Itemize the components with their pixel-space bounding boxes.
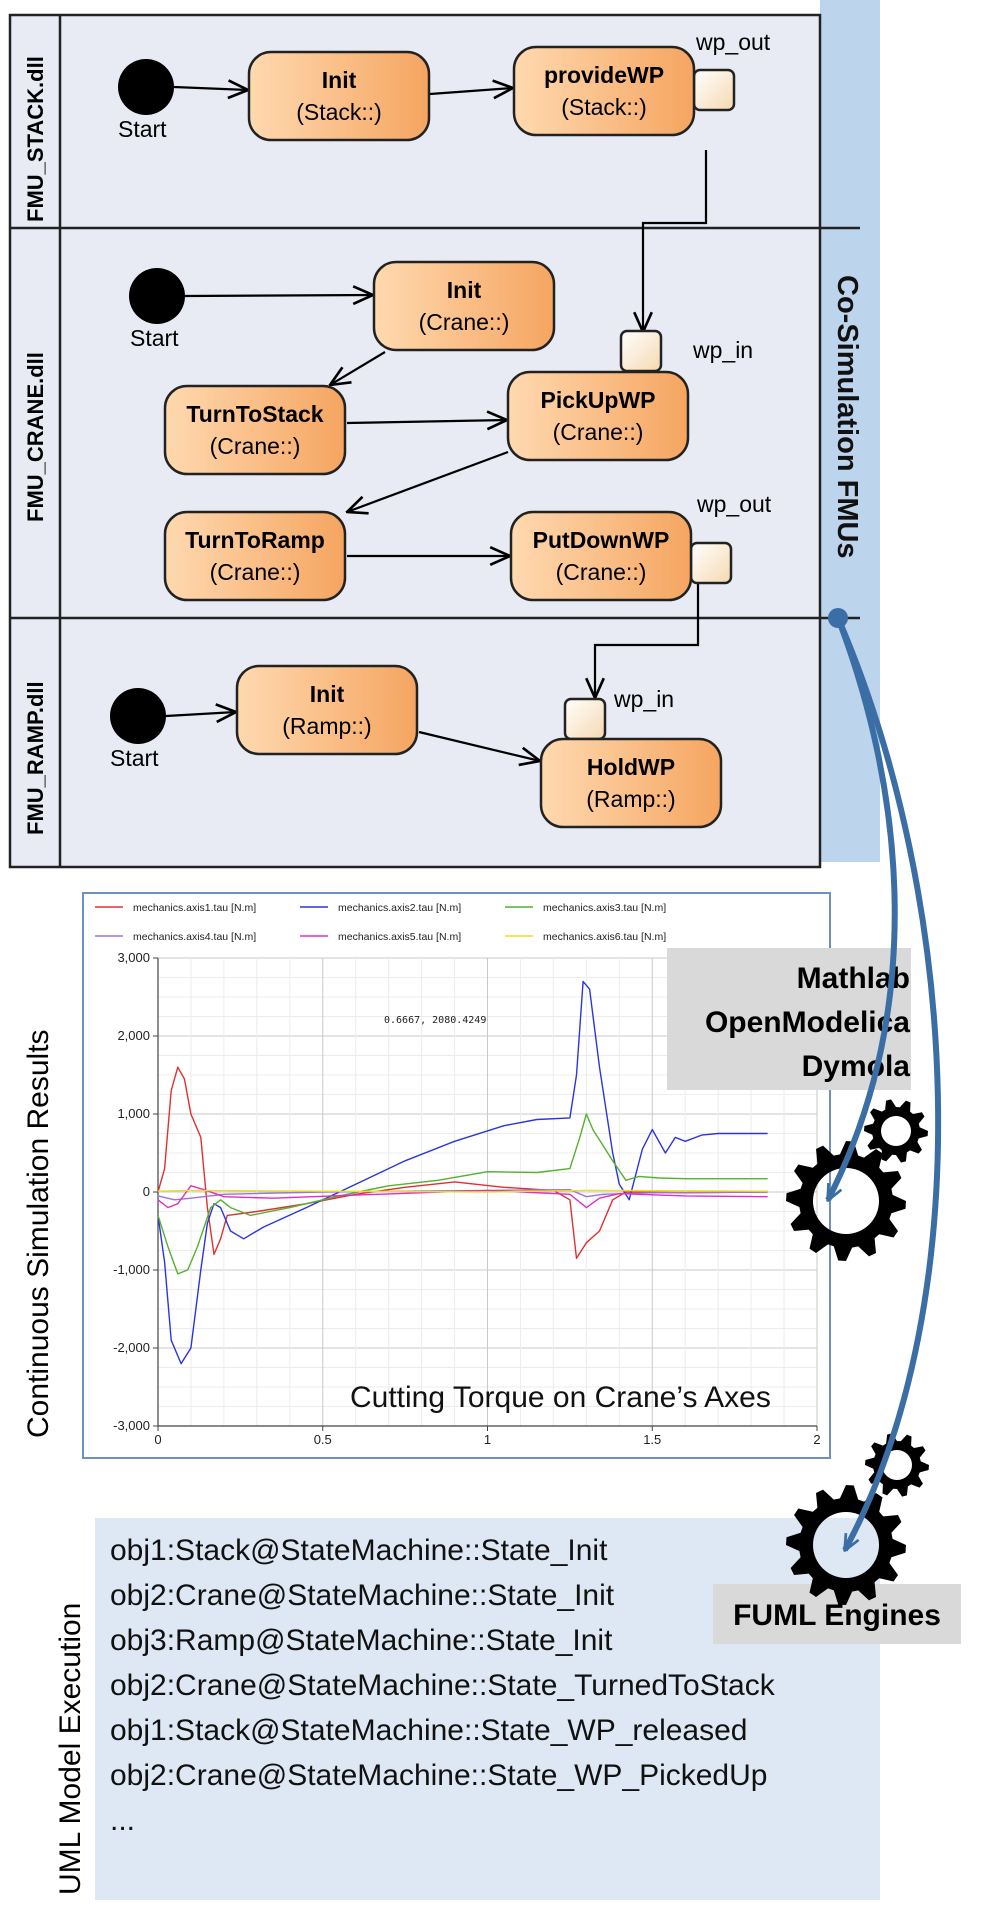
port-wp-out: [689, 541, 733, 585]
svg-text:(Ramp::): (Ramp::): [586, 786, 675, 812]
x-tick-label: 0.5: [314, 1432, 332, 1447]
y-tick-label: 0: [143, 1184, 150, 1199]
lane-label-ramp: FMU_RAMP.dll: [23, 681, 48, 835]
series-line: [157, 1185, 768, 1209]
port-wp-out: [692, 68, 736, 112]
port-label: wp_in: [692, 337, 753, 363]
legend-label: mechanics.axis2.tau [N.m]: [338, 902, 461, 914]
log-line: obj2:Crane@StateMachine::State_Init: [110, 1579, 615, 1612]
svg-text:(Ramp::): (Ramp::): [282, 713, 371, 739]
x-tick-label: 0: [154, 1432, 161, 1447]
state-stack-init: Init (Stack::): [247, 50, 431, 142]
svg-text:HoldWP: HoldWP: [587, 754, 675, 780]
y-tick-label: -1,000: [113, 1262, 150, 1277]
lane-label-stack: FMU_STACK.dll: [23, 56, 48, 222]
gear-icon: [786, 1141, 906, 1261]
uml-log-panel: [95, 1518, 880, 1900]
side-banner-label: Co-Simulation FMUs: [831, 275, 863, 559]
port-label: wp_in: [613, 686, 674, 712]
series-line: [157, 1066, 768, 1260]
svg-text:(Stack::): (Stack::): [561, 94, 647, 120]
start-label: Start: [110, 745, 159, 771]
start-node-stack: [118, 59, 174, 115]
y-tick-label: -3,000: [113, 1418, 150, 1433]
port-wp-in: [563, 697, 607, 741]
svg-text:PickUpWP: PickUpWP: [540, 387, 655, 413]
series-line: [157, 980, 768, 1365]
state-crane-pick-up-wp: PickUpWP (Crane::): [506, 370, 690, 462]
svg-text:(Stack::): (Stack::): [296, 99, 382, 125]
start-node-ramp: [110, 688, 166, 744]
log-line: obj3:Ramp@StateMachine::State_Init: [110, 1624, 613, 1657]
svg-text:Init: Init: [322, 67, 357, 93]
gear-icon: [864, 1099, 928, 1163]
x-tick-label: 1: [484, 1432, 491, 1447]
gear-icon: [865, 1433, 929, 1497]
svg-text:TurnToRamp: TurnToRamp: [185, 527, 325, 553]
svg-text:(Crane::): (Crane::): [419, 309, 510, 335]
y-tick-label: 1,000: [117, 1106, 150, 1121]
svg-text:(Crane::): (Crane::): [210, 559, 301, 585]
uml-section-label: UML Model Execution: [54, 1603, 87, 1895]
log-line: obj2:Crane@StateMachine::State_WP_Picked…: [110, 1759, 767, 1792]
state-crane-init: Init (Crane::): [372, 260, 556, 352]
svg-text:(Crane::): (Crane::): [553, 419, 644, 445]
legend-label: mechanics.axis4.tau [N.m]: [133, 931, 256, 943]
x-tick-label: 1.5: [643, 1432, 661, 1447]
state-crane-turn-to-ramp: TurnToRamp (Crane::): [163, 510, 347, 602]
svg-text:PutDownWP: PutDownWP: [533, 527, 670, 553]
log-line: obj1:Stack@StateMachine::State_WP_releas…: [110, 1714, 747, 1747]
series-line: [157, 1189, 768, 1193]
state-crane-put-down-wp: PutDownWP (Crane::): [509, 510, 693, 602]
log-line: obj2:Crane@StateMachine::State_TurnedToS…: [110, 1669, 776, 1702]
chart-section-label: Continuous Simulation Results: [22, 1029, 55, 1438]
start-label: Start: [130, 325, 179, 351]
gear-icon: [786, 1485, 906, 1605]
y-tick-label: -2,000: [113, 1340, 150, 1355]
log-line: obj1:Stack@StateMachine::State_Init: [110, 1534, 608, 1567]
connector-lines: [825, 616, 942, 1550]
connector-anchor: [828, 608, 848, 628]
legend-label: mechanics.axis1.tau [N.m]: [133, 902, 256, 914]
chart-plot: 3,000 2,000 1,000 0 -1,000 -2,000 -3,000 0 0.5 1 1…: [113, 950, 820, 1447]
uml-log: obj1:Stack@StateMachine::State_Init obj2…: [110, 1534, 776, 1837]
legend-label: mechanics.axis3.tau [N.m]: [543, 902, 666, 914]
chart-caption: Cutting Torque on Crane’s Axes: [350, 1381, 771, 1414]
tool-name: Dymola: [802, 1050, 911, 1083]
state-ramp-hold-wp: HoldWP (Ramp::): [539, 737, 723, 829]
port-label: wp_out: [695, 29, 771, 55]
y-tick-label: 2,000: [117, 1028, 150, 1043]
svg-text:(Crane::): (Crane::): [210, 433, 301, 459]
state-crane-turn-to-stack: TurnToStack (Crane::): [163, 384, 347, 476]
port-wp-in: [619, 329, 663, 373]
svg-text:provideWP: provideWP: [544, 62, 664, 88]
start-label: Start: [118, 116, 167, 142]
svg-text:Init: Init: [447, 277, 482, 303]
x-tick-label: 2: [813, 1432, 820, 1447]
state-ramp-init: Init (Ramp::): [235, 664, 419, 756]
y-tick-label: 3,000: [117, 950, 150, 965]
series-line: [157, 1113, 768, 1275]
port-label: wp_out: [696, 491, 772, 517]
chart-cursor-readout: 0.6667, 2080.4249: [384, 1015, 486, 1026]
tools-box: [667, 948, 911, 1090]
lane-label-crane: FMU_CRANE.dll: [23, 352, 48, 522]
svg-text:TurnToStack: TurnToStack: [186, 401, 323, 427]
legend-label: mechanics.axis6.tau [N.m]: [543, 931, 666, 943]
log-line: ...: [110, 1804, 135, 1837]
svg-text:(Crane::): (Crane::): [556, 559, 647, 585]
tool-name: OpenModelica: [705, 1006, 910, 1039]
chart-legend: mechanics.axis1.tau [N.m] mechanics.axis2…: [95, 902, 666, 943]
gear-icons: [786, 1099, 929, 1605]
fuml-label: FUML Engines: [733, 1599, 941, 1632]
start-node-crane: [129, 268, 185, 324]
legend-label: mechanics.axis5.tau [N.m]: [338, 931, 461, 943]
transitions: [165, 87, 708, 761]
state-stack-provide-wp: provideWP (Stack::): [512, 45, 696, 137]
svg-text:Init: Init: [310, 681, 345, 707]
